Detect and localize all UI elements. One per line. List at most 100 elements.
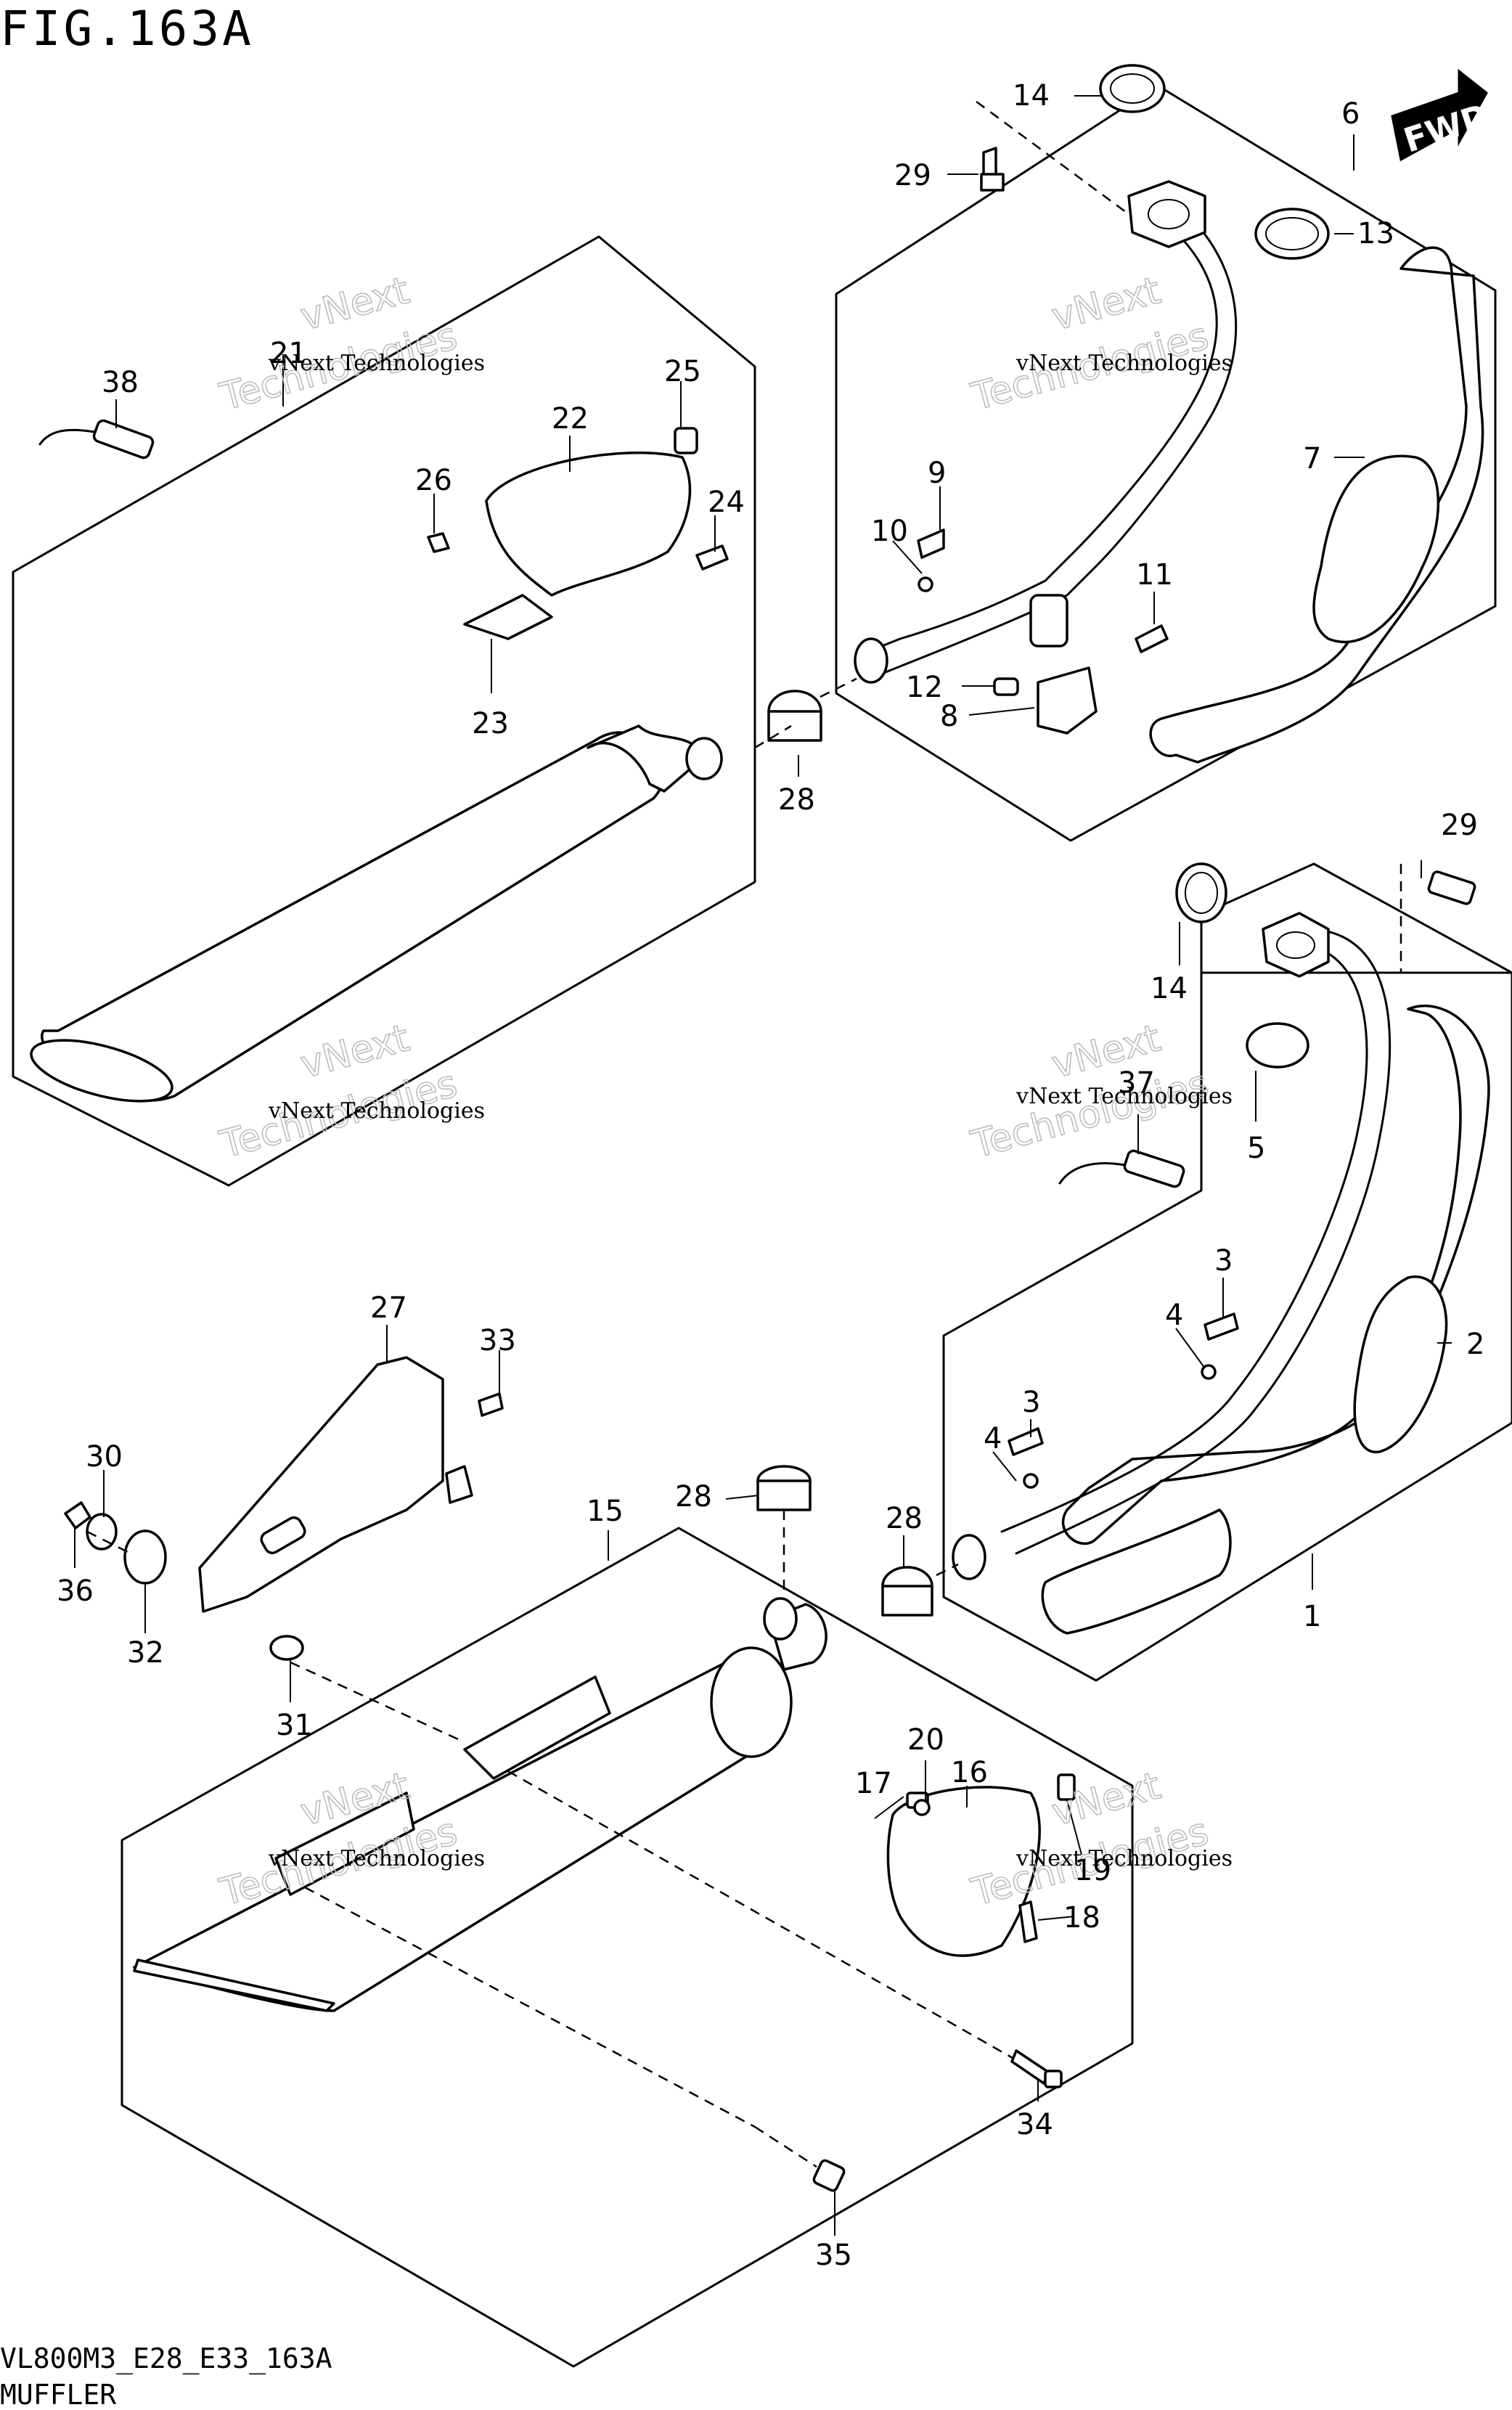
bracket-23: [463, 594, 553, 640]
screw-10: [918, 576, 933, 592]
bolt-24: [695, 544, 729, 571]
assembly-lines: [86, 100, 1402, 2168]
callout-labels: 1 2 3 3 4 4 5 6 7 8 9 10 11 12 13 14 14 …: [57, 79, 1484, 2272]
bolt-31: [269, 1635, 304, 1661]
clamp-5: [1246, 1022, 1309, 1069]
callout-4-upper: 4: [1165, 1299, 1183, 1332]
svg-text:vNext Technologies: vNext Technologies: [268, 1098, 485, 1124]
callout-9: 9: [928, 457, 946, 490]
o2-sensor-boss: [1029, 594, 1068, 648]
callout-3-lower: 3: [1022, 1386, 1040, 1419]
callout-28-mid: 28: [886, 1502, 923, 1535]
bolt-34-head: [1044, 2070, 1063, 2088]
bolt-11: [1135, 624, 1169, 653]
callout-12: 12: [906, 671, 943, 704]
nut-12: [993, 677, 1019, 696]
svg-text:vNext Technologies: vNext Technologies: [1016, 351, 1233, 376]
bolt-34: [1010, 2049, 1050, 2085]
callout-7: 7: [1303, 442, 1321, 475]
watermark-upper-left: Technologies vNext vNext Technologies: [215, 268, 485, 420]
spacer-28-lower-body: [756, 1479, 812, 1511]
callout-26: 26: [415, 464, 452, 497]
exhaust-pipe-front-heatshield: [1312, 454, 1440, 644]
callout-4-lower: 4: [984, 1422, 1002, 1455]
callout-3-upper: 3: [1214, 1244, 1233, 1278]
screw-4-upper: [1201, 1364, 1217, 1380]
watermark-middle-right: Technologies vNext vNext Technologies: [966, 1016, 1233, 1167]
callout-17: 17: [855, 1767, 892, 1800]
callout-20: 20: [907, 1723, 944, 1757]
clamp-13-inner: [1265, 217, 1319, 250]
rear-head-pipe-end: [952, 1534, 986, 1580]
front-head-pipe: [862, 216, 1238, 677]
spacer-28-mid-body: [881, 1585, 933, 1617]
callout-14-top: 14: [1013, 79, 1050, 113]
cap-25: [674, 427, 698, 454]
muffler-front-inlet-pipe: [763, 1597, 798, 1641]
screw-20: [913, 1799, 931, 1816]
callout-28-top: 28: [778, 783, 815, 817]
o2-sensor-38-lead: [38, 428, 96, 446]
gasket-14-top: [1099, 64, 1166, 113]
callout-14-lower: 14: [1151, 972, 1188, 1005]
callout-36: 36: [57, 1574, 94, 1608]
muffler-front-canister-end: [710, 1646, 793, 1758]
screw-4-lower: [1023, 1473, 1039, 1489]
rear-pipe-group-box: [1200, 862, 1512, 974]
callout-18: 18: [1063, 1901, 1100, 1935]
exhaust-pipe-rear-heatshield: [1353, 1275, 1448, 1453]
callout-24: 24: [708, 486, 745, 519]
bracket-27-slot: [260, 1516, 306, 1555]
rear-exhaust-flange: [1262, 912, 1330, 978]
svg-text:vNext Technologies: vNext Technologies: [1016, 1846, 1233, 1871]
heat-cover-16: [886, 1786, 1041, 1957]
svg-text:vNext Technologies: vNext Technologies: [268, 351, 485, 376]
callout-34: 34: [1016, 2108, 1053, 2141]
clip-3-lower: [1008, 1427, 1044, 1456]
figure-title: FIG.163A: [0, 1, 254, 57]
front-flange-port: [1148, 199, 1190, 229]
heatshield-plate-1: [1041, 1508, 1232, 1635]
nut-36: [64, 1501, 91, 1529]
heat-cover-22: [485, 451, 692, 597]
svg-text:vNext Technologies: vNext Technologies: [1016, 1084, 1233, 1109]
model-code: VL800M3_E28_E33_163A: [0, 2342, 332, 2375]
callout-2: 2: [1466, 1328, 1484, 1361]
callout-35: 35: [815, 2239, 852, 2272]
front-head-pipe-end: [854, 637, 888, 684]
exhaust-pipe-front: [1149, 246, 1484, 764]
muffler-front-body: [133, 1657, 782, 2012]
callout-19: 19: [1074, 1854, 1111, 1887]
callout-29-right: 29: [1441, 809, 1478, 842]
o2-sensor-38: [92, 419, 155, 459]
bracket-8: [1037, 666, 1098, 735]
callout-29-top: 29: [894, 159, 931, 192]
muffler-front-tailpipe-edge: [133, 1958, 335, 2012]
callout-25: 25: [664, 355, 701, 388]
callout-22: 22: [552, 402, 589, 436]
callout-32: 32: [127, 1636, 164, 1670]
muffler-front-group-box: [120, 1527, 1134, 2368]
rear-head-pipe: [1000, 928, 1392, 1555]
callout-6: 6: [1341, 97, 1360, 131]
bracket-27: [198, 1356, 444, 1613]
callout-10: 10: [871, 515, 908, 548]
exhaust-pipe-rear: [1061, 1004, 1490, 1545]
callout-13: 13: [1357, 217, 1394, 250]
bolt-18: [1018, 1900, 1038, 1943]
bushing-32: [123, 1529, 167, 1585]
clamp-13: [1254, 208, 1330, 260]
front-exhaust-flange: [1127, 180, 1206, 248]
callout-11: 11: [1136, 558, 1173, 592]
forward-arrow-icon: FWD: [1391, 68, 1494, 162]
callout-8: 8: [940, 700, 958, 733]
callout-16: 16: [951, 1756, 988, 1789]
callout-23: 23: [472, 707, 509, 740]
callout-28-lower: 28: [675, 1480, 712, 1514]
spacer-28-top-body: [767, 710, 822, 742]
gasket-14-lower-inner: [1185, 872, 1218, 914]
callout-15: 15: [587, 1495, 624, 1528]
callout-33: 33: [479, 1324, 516, 1357]
muffler-rear-inlet-pipe: [685, 737, 723, 780]
